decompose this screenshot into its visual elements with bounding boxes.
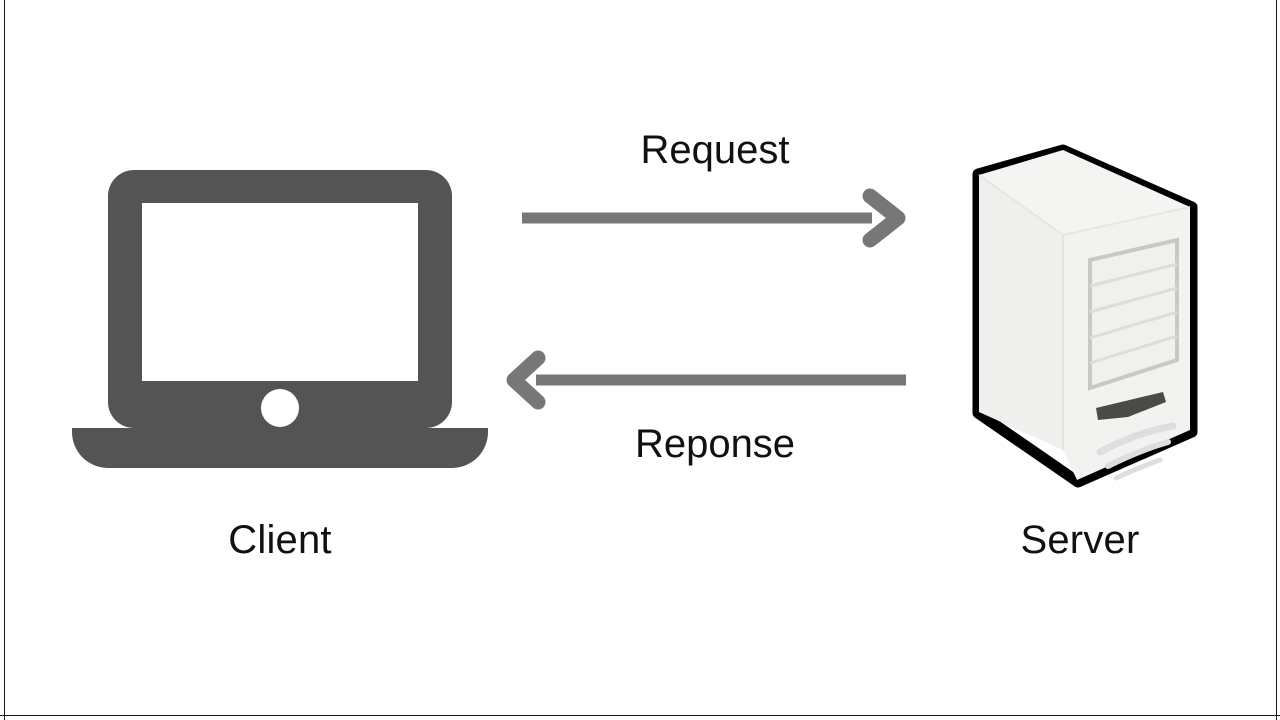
request-arrow-icon [522,188,906,248]
server-label: Server [1020,518,1140,562]
drive-bay-panel [1088,237,1179,391]
response-arrow-icon [506,350,906,410]
frame-border-right [1276,0,1277,720]
client-label: Client [228,518,332,562]
frame-border-bottom [0,715,1280,716]
request-label: Request [640,128,790,172]
client-node: Client [60,150,500,590]
response-label: Reponse [634,422,796,466]
frame-border-left [4,0,5,720]
laptop-icon [72,170,488,468]
request-arrow-group: Request [500,128,930,258]
server-tower-icon [972,144,1198,488]
optical-drive-slot [1096,392,1166,420]
response-arrow-group: Reponse [500,350,930,485]
server-node: Server [930,130,1230,590]
